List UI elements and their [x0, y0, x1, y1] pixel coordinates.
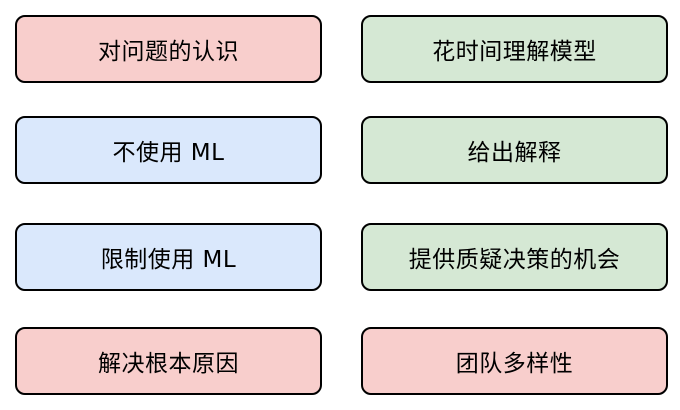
box-no-ml: 不使用 ML	[15, 116, 322, 184]
box-limit-ml: 限制使用 ML	[15, 223, 322, 291]
box-understand-model: 花时间理解模型	[361, 15, 668, 83]
box-challenge-decisions: 提供质疑决策的机会	[361, 223, 668, 291]
box-give-explanation: 给出解释	[361, 116, 668, 184]
box-team-diversity: 团队多样性	[361, 327, 668, 395]
box-root-cause: 解决根本原因	[15, 327, 322, 395]
box-problem-understanding: 对问题的认识	[15, 15, 322, 83]
